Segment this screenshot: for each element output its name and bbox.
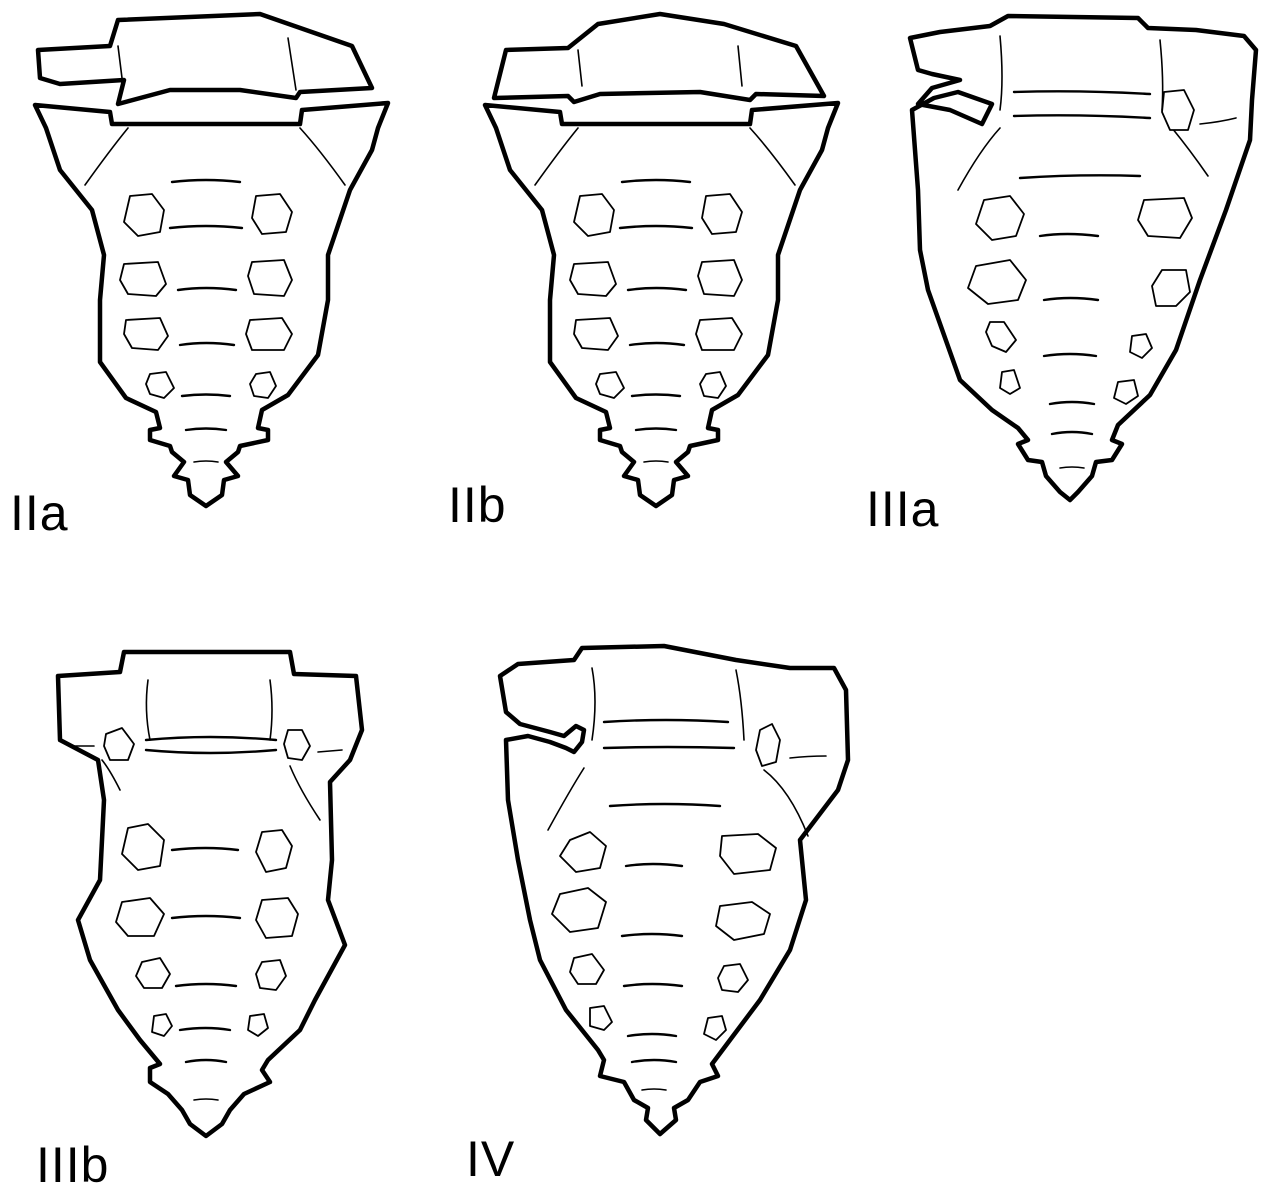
sacrum-diagram-iiia [910, 16, 1256, 500]
panel-label-iiia: IIIa [866, 484, 939, 534]
sacrum-diagram-iiib [58, 652, 362, 1136]
panel-label-iv: IV [466, 1134, 515, 1184]
panel-label-iiib: IIIb [36, 1140, 109, 1190]
panel-label-iib: IIb [448, 480, 507, 530]
sacrum-diagram-iia [35, 14, 388, 506]
sacrum-diagram-iib [485, 14, 838, 506]
sacrum-diagram-iv [500, 646, 848, 1134]
panel-label-iia: IIa [10, 488, 69, 538]
